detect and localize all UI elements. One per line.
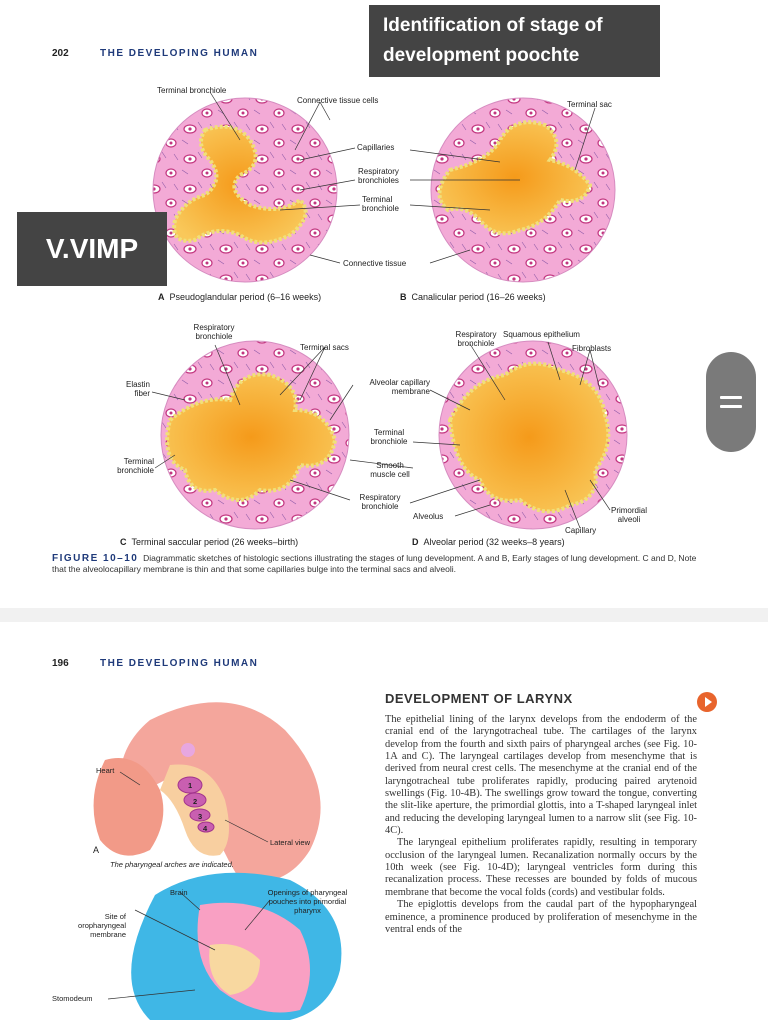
circle-c-terminal-saccular	[161, 341, 349, 529]
circle-a-pseudoglandular	[153, 98, 337, 282]
label-panel-a: A	[93, 845, 100, 855]
paragraph: The epiglottis develops from the caudal …	[385, 899, 697, 935]
panel-a-caption: A Pseudoglandular period (6–16 weeks)	[158, 292, 322, 302]
label-squamous-epithelium: Squamous epithelium	[503, 330, 580, 339]
label-elastin-fiber: Elastin fiber	[125, 380, 150, 398]
label-lateral-view: Lateral view	[270, 838, 311, 847]
pharyngeal-arches	[177, 776, 215, 833]
label-respiratory-bronchiole-mid: Respiratory bronchiole	[359, 493, 401, 511]
label-site-of-oropharyngeal-membrane: Site of oropharyngeal membrane	[78, 912, 126, 939]
paragraph: The laryngeal epithelium proliferates ra…	[385, 837, 697, 898]
label-arch-3: 3	[198, 812, 203, 821]
label-heart: Heart	[96, 766, 115, 775]
side-drawer-handle[interactable]	[706, 352, 756, 452]
label-connective-tissue: Connective tissue	[343, 259, 407, 268]
label-terminal-bronchiole-mid2: Terminal bronchiole	[370, 428, 408, 446]
annotation-overlay-top: Identification of stage of development p…	[369, 5, 660, 77]
label-respiratory-bronchiole-d: Respiratory bronchiole	[455, 330, 497, 348]
label-terminal-sacs: Terminal sacs	[300, 343, 349, 352]
figure-caption: FIGURE 10–10 Diagrammatic sketches of hi…	[52, 553, 697, 574]
page-separator	[0, 608, 768, 622]
body-text: The epithelial lining of the larynx deve…	[385, 714, 697, 936]
label-respiratory-bronchiole-c: Respiratory bronchiole	[193, 323, 235, 341]
label-terminal-bronchiole-a: Terminal bronchiole	[157, 86, 227, 95]
page-202: 202 THE DEVELOPING HUMAN	[52, 48, 697, 574]
lung-histology-figure	[151, 91, 628, 530]
panel-c-caption: C Terminal saccular period (26 weeks–bir…	[120, 537, 299, 547]
handle-line-icon	[720, 396, 742, 399]
section-title: DEVELOPMENT OF LARYNX	[385, 691, 573, 706]
label-alveolar-capillary-membrane: Alveolar capillary membrane	[369, 378, 430, 396]
play-icon[interactable]	[697, 692, 717, 712]
label-arches-note: The pharyngeal arches are indicated.	[110, 860, 234, 869]
circle-d-alveolar	[439, 341, 627, 529]
running-head: THE DEVELOPING HUMAN	[100, 48, 259, 59]
circle-b-canalicular	[431, 98, 615, 282]
label-brain: Brain	[170, 888, 188, 897]
label-arch-4: 4	[203, 824, 208, 833]
label-primordial-alveoli: Primordial alveoli	[610, 506, 647, 524]
label-terminal-bronchiole-c: Terminal bronchiole	[117, 457, 154, 475]
label-stomodeum: Stomodeum	[52, 994, 93, 1003]
label-fibroblasts: Fibroblasts	[572, 344, 612, 353]
embryo-illustration	[93, 702, 342, 1020]
label-openings-pharyngeal-pouches: Openings of pharyngeal pouches into prim…	[267, 888, 348, 915]
label-arch-1: 1	[188, 781, 193, 790]
page-number: 196	[52, 658, 69, 669]
label-smooth-muscle-cell: Smooth muscle cell	[370, 461, 410, 479]
annotation-overlay-vvimp: V.VIMP	[17, 212, 167, 286]
label-terminal-sac: Terminal sac	[567, 100, 612, 109]
label-respiratory-bronchioles: Respiratory bronchioles	[358, 167, 399, 185]
paragraph: The epithelial lining of the larynx deve…	[385, 714, 697, 837]
running-head: THE DEVELOPING HUMAN	[100, 658, 259, 669]
label-terminal-bronchiole-mid: Terminal bronchiole	[362, 195, 399, 213]
page-number: 202	[52, 48, 69, 59]
handle-line-icon	[720, 405, 742, 408]
label-capillary: Capillary	[565, 526, 597, 535]
label-capillaries: Capillaries	[357, 143, 395, 152]
panel-b-caption: B Canalicular period (16–26 weeks)	[400, 292, 546, 302]
label-arch-2: 2	[193, 797, 198, 806]
label-connective-tissue-cells: Connective tissue cells	[297, 96, 379, 105]
panel-d-caption: D Alveolar period (32 weeks–8 years)	[412, 537, 565, 547]
label-alveolus: Alveolus	[413, 512, 444, 521]
